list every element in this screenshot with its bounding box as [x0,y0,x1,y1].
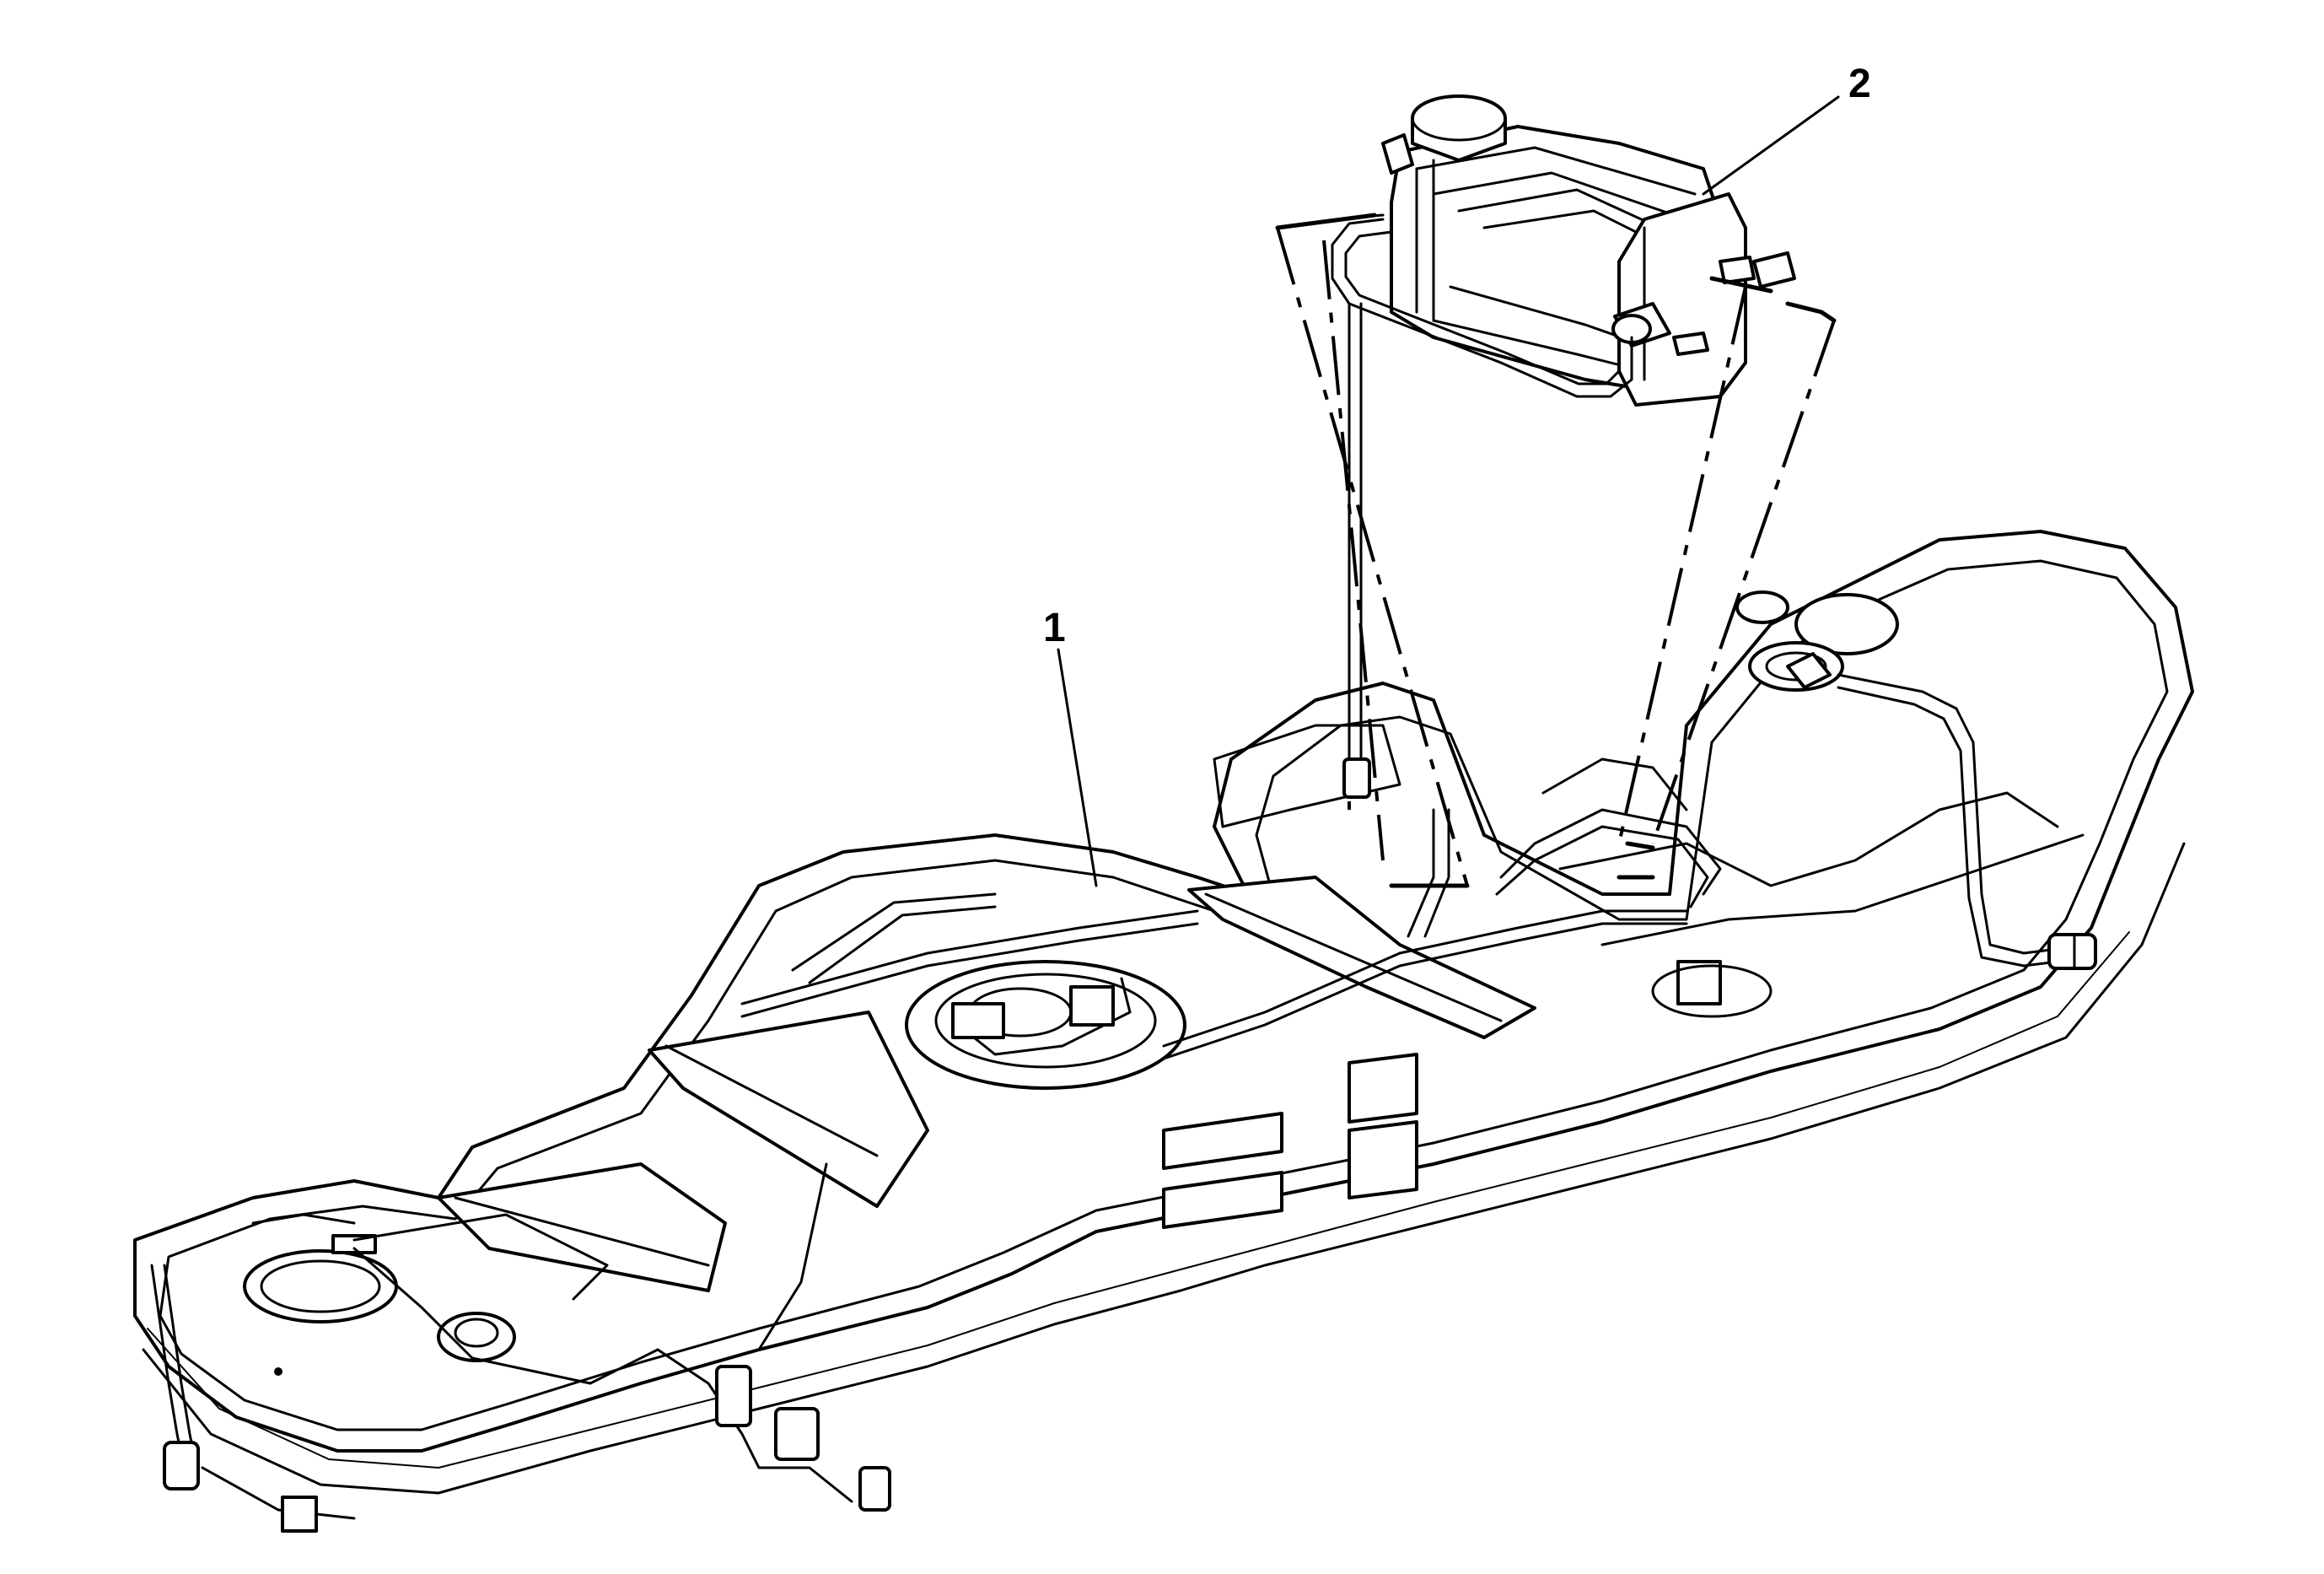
callout-1: 1 [1043,606,1098,887]
fuel-and-vapor-lines [150,673,2097,1512]
evap-canister [1331,94,1796,799]
exploded-view-guides [1275,213,1837,888]
fuel-tank [133,530,2194,1533]
callout-2-label: 2 [1848,62,1871,106]
callout-2: 2 [1702,62,1871,196]
callout-1-leader [1057,648,1098,887]
callout-1-label: 1 [1043,606,1066,650]
callout-2-leader [1702,95,1840,196]
